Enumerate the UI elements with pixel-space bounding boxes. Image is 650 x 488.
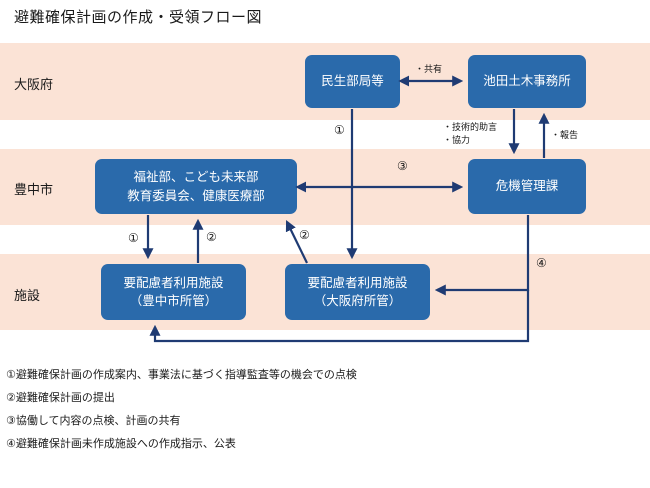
label-report: ・報告 <box>551 131 579 141</box>
step-3: ③ <box>397 159 408 173</box>
step-4: ④ <box>536 256 547 270</box>
box-kiki-kanri: 危機管理課 <box>468 159 586 214</box>
arrow-facility-osaka-to-fukushi <box>285 220 308 264</box>
box-facility-toyonaka: 要配慮者利用施設 （豊中市所管） <box>101 264 246 320</box>
label-share: ・共有 <box>415 65 443 75</box>
row-label-toyonaka: 豊中市 <box>14 183 54 198</box>
box-fukushi-bu: 福祉部、こども未来部 教育委員会、健康医療部 <box>95 159 297 214</box>
label-tech-support: ・技術的助言 ・協力 <box>443 123 498 146</box>
box-minsei-bu: 民生部局等 <box>305 55 400 108</box>
legend-item-3: ③協働して内容の点検、計画の共有 <box>6 414 181 427</box>
row-label-osaka: 大阪府 <box>14 78 54 93</box>
box-facility-osaka: 要配慮者利用施設 （大阪府所管） <box>285 264 430 320</box>
page-title: 避難確保計画の作成・受領フロー図 <box>14 8 263 26</box>
legend-item-2: ②避難確保計画の提出 <box>6 391 115 404</box>
step-2-diag: ② <box>299 228 310 242</box>
legend-item-4: ④避難確保計画未作成施設への作成指示、公表 <box>6 437 236 450</box>
step-2-left: ② <box>206 230 217 244</box>
box-ikeda-doboku: 池田土木事務所 <box>468 55 586 108</box>
arrow-kiki-to-facility-toyonaka <box>149 290 530 343</box>
row-label-shisetsu: 施設 <box>14 289 41 304</box>
legend-item-1: ①避難確保計画の作成案内、事業法に基づく指導監査等の機会での点検 <box>6 368 357 381</box>
arrow-kiki-to-facility-osaka <box>434 215 530 296</box>
step-1-minsei: ① <box>334 123 345 137</box>
step-1-left: ① <box>128 231 139 245</box>
